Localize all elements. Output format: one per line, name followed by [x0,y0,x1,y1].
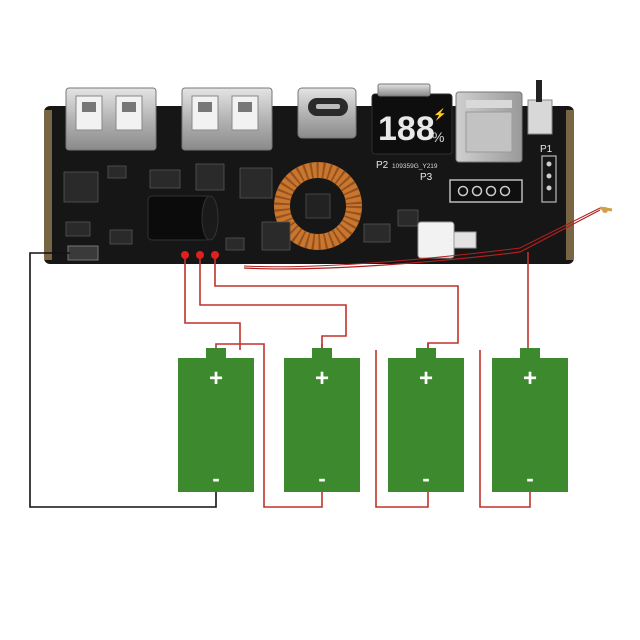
wire-pad1 [184,259,241,350]
wire-bat4-link [479,350,531,508]
display-bolt: ⚡ [433,108,447,121]
battery-3: + - [388,348,464,492]
battery-3-minus: - [422,466,429,491]
power-switch [527,80,553,135]
smd-components [63,163,419,251]
lightning-port [455,91,523,163]
battery-3-plus: + [419,365,433,392]
battery-1: + - [178,348,254,492]
inductor-coil [274,162,362,250]
p1-header [541,155,557,203]
silk-p2: P2 [376,160,389,171]
battery-1-minus: - [212,466,219,491]
display-percent: % [432,129,444,145]
silk-p3: P3 [420,172,433,183]
display-digits: 188 [378,110,435,148]
thermistor-probe [243,206,613,270]
battery-1-plus: + [209,365,223,392]
battery-4-plus: + [523,365,537,392]
micro-usb-port [377,83,431,97]
silk-p2-code: 109359G_Y219 [392,163,438,170]
usb-c-port [297,87,357,139]
battery-2-plus: + [315,365,329,392]
p3-connector [449,179,523,203]
wire-bat3-link [375,350,429,508]
usb-a-port-2 [181,87,273,151]
negative-pad [67,245,99,261]
power-inductor-black [147,195,219,241]
usb-a-port-1 [65,87,157,151]
battery-pads [181,251,219,259]
wire-negative [29,252,217,508]
battery-4: + - [492,348,568,492]
wiring [29,252,531,508]
wire-bat1-plus [215,343,323,508]
battery-4-minus: - [526,466,533,491]
led-display: 188 ⚡ % [371,93,453,155]
silk-p1: P1 [540,144,553,155]
battery-2: + - [284,348,360,492]
ntc-connector [417,221,477,259]
battery-2-minus: - [318,466,325,491]
wire-pad2 [199,259,347,350]
